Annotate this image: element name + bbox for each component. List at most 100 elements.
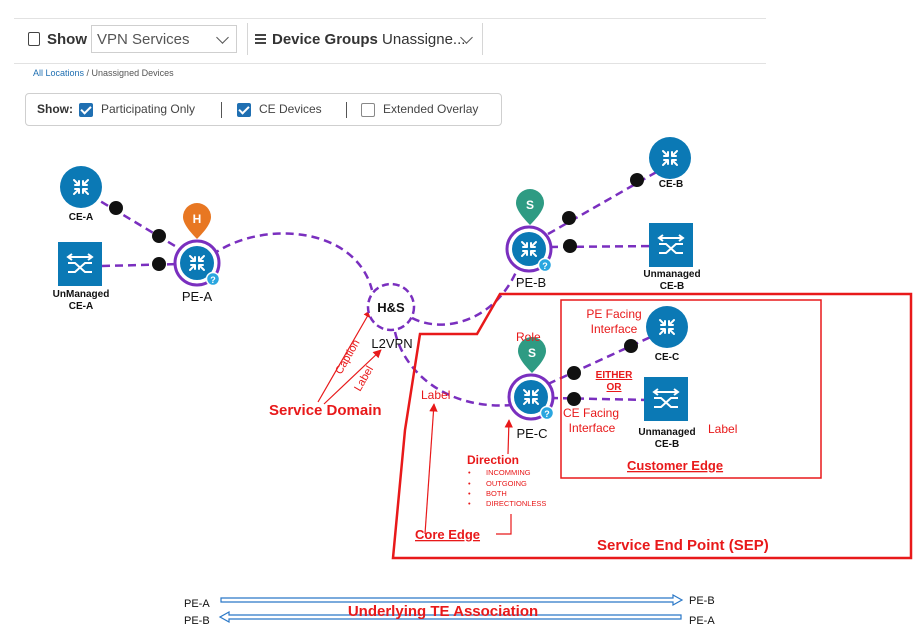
either-annotation: EITHER — [596, 370, 633, 381]
unmanaged-ce-a-label-line1: UnManaged — [53, 289, 110, 300]
breadcrumb-separator: / — [84, 68, 92, 78]
top-toolbar: Show VPN Services Device Groups Unassign… — [14, 18, 766, 64]
role-annotation: Role — [516, 330, 541, 344]
direction-title: Direction — [467, 453, 519, 467]
core-edge-annotation: Core Edge — [415, 527, 480, 542]
pe-facing-annotation-line2: Interface — [591, 322, 638, 336]
pe-a-pin-letter: H — [193, 212, 202, 226]
unmanaged-ce-b-top-label-line1: Unmanaged — [643, 269, 700, 280]
filter-separator — [221, 102, 222, 118]
device-groups-label: Device Groups — [272, 31, 378, 48]
device-groups-value: Unassigne... — [382, 31, 466, 48]
direction-bullet: • — [468, 479, 471, 488]
filter-separator — [346, 102, 347, 118]
ce-a-label: CE-A — [69, 212, 93, 223]
pe-a-label: PE-A — [182, 289, 213, 304]
svg-text:?: ? — [544, 409, 550, 419]
ce-facing-annotation-line1: CE Facing — [563, 406, 619, 420]
interface-dot — [567, 392, 581, 406]
breadcrumb: All Locations / Unassigned Devices — [33, 68, 174, 78]
svg-text:?: ? — [210, 275, 216, 285]
customer-edge-box — [560, 299, 822, 479]
unmanaged-ce-b-top-label-line2: CE-B — [660, 281, 684, 292]
direction-item-outgoing: OUTGOING — [486, 479, 527, 488]
toolbar-divider — [247, 23, 248, 55]
or-annotation: OR — [607, 382, 623, 393]
service-end-point-annotation: Service End Point (SEP) — [597, 537, 769, 554]
pe-c-pin-letter: S — [528, 346, 536, 360]
te-row2-right-label: PE-A — [689, 615, 715, 627]
ce-facing-annotation-line2: Interface — [569, 421, 616, 435]
interface-dot — [152, 257, 166, 271]
ce-b-router-icon — [649, 137, 691, 179]
unmanaged-ce-a-switch-icon — [58, 242, 102, 286]
direction-arrow — [504, 419, 513, 455]
core-edge-arrow — [424, 403, 438, 535]
direction-bullet: • — [468, 489, 471, 498]
device-groups-dropdown[interactable]: Device Groups Unassigne... — [272, 31, 465, 48]
list-icon — [255, 34, 266, 44]
interface-dot — [109, 201, 123, 215]
interface-dot — [624, 339, 638, 353]
caption-annotation: Caption — [333, 338, 362, 377]
label-rotated-annotation: Label — [352, 364, 376, 393]
extended-overlay-label: Extended Overlay — [383, 102, 479, 116]
direction-bullet: • — [468, 468, 471, 477]
vpn-services-select[interactable]: VPN Services — [91, 25, 237, 53]
interface-dot — [630, 173, 644, 187]
link-hs-pe-b — [411, 261, 522, 326]
pe-b-label: PE-B — [516, 275, 546, 290]
filter-bar: Show: Participating Only CE Devices Exte… — [25, 93, 502, 126]
service-end-point-boundary — [391, 292, 913, 560]
pe-facing-annotation-line1: PE Facing — [586, 307, 641, 321]
unmanaged-ce-a-label-line2: CE-A — [69, 301, 93, 312]
interface-dot — [152, 229, 166, 243]
pe-a-router-icon: ? — [173, 239, 221, 287]
interface-dot — [567, 366, 581, 380]
hs-label: H&S — [377, 300, 405, 315]
te-row1-left-label: PE-A — [184, 598, 210, 610]
link-pe-c-unmanaged-ce-b — [549, 396, 651, 402]
svg-text:?: ? — [542, 261, 548, 271]
ce-devices-label: CE Devices — [259, 102, 322, 116]
link-hs-pe-c — [393, 331, 513, 407]
pe-c-label: PE-C — [516, 426, 547, 441]
pe-b-pin-letter: S — [526, 198, 534, 212]
unmanaged-ce-b-bottom-label-line2: CE-B — [655, 439, 679, 450]
ce-a-router-icon — [60, 166, 102, 208]
link-pe-a-hs — [211, 232, 374, 291]
unmanaged-ce-b-bottom-switch-icon — [644, 377, 688, 421]
label-ce-annotation: Label — [708, 422, 737, 436]
unmanaged-ce-b-bottom-label-line1: Unmanaged — [638, 427, 695, 438]
direction-item-incomming: INCOMMING — [486, 468, 531, 477]
te-arrow-left — [218, 610, 682, 624]
pe-c-router-icon: ? — [507, 373, 555, 421]
link-ce-a-pe-a — [89, 193, 186, 254]
breadcrumb-current: Unassigned Devices — [91, 68, 174, 78]
interface-dot — [563, 239, 577, 253]
pe-b-service-pin-icon: S — [516, 189, 544, 225]
label-arrow — [323, 349, 382, 405]
show-label: Show — [47, 31, 87, 48]
vpn-services-select-value: VPN Services — [97, 31, 190, 48]
participating-only-checkbox[interactable] — [79, 103, 93, 117]
ce-devices-checkbox[interactable] — [237, 103, 251, 117]
hs-node: H&S — [366, 282, 416, 332]
label-link-annotation: Label — [421, 388, 450, 402]
caption-arrow — [317, 309, 372, 403]
te-association-arrows — [218, 593, 684, 624]
show-icon — [28, 32, 40, 46]
te-row2-left-label: PE-B — [184, 615, 210, 627]
toolbar-divider — [482, 23, 483, 55]
pe-c-service-pin-icon: S — [518, 337, 546, 373]
ce-c-label: CE-C — [655, 352, 679, 363]
te-arrow-right — [220, 593, 684, 607]
filter-show-label: Show: — [37, 102, 73, 116]
link-unmanaged-ce-a-pe-a — [101, 262, 181, 268]
participating-only-label: Participating Only — [101, 102, 196, 116]
te-row1-right-label: PE-B — [689, 595, 715, 607]
breadcrumb-all-locations[interactable]: All Locations — [33, 68, 85, 78]
direction-item-directionless: DIRECTIONLESS — [486, 499, 546, 508]
extended-overlay-checkbox[interactable] — [361, 103, 375, 117]
